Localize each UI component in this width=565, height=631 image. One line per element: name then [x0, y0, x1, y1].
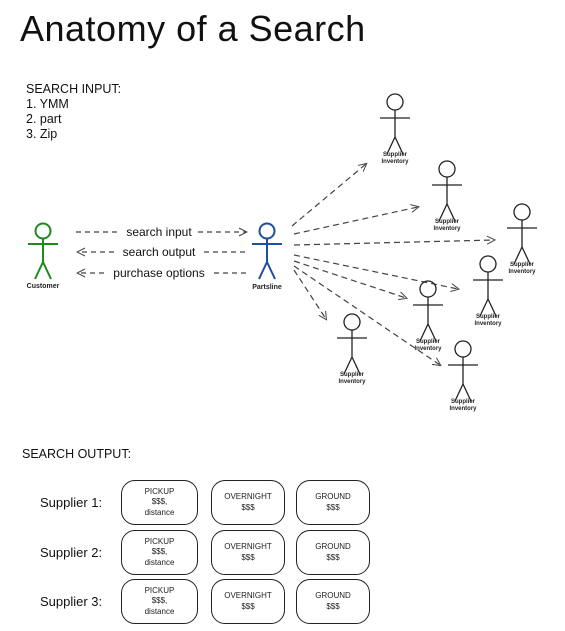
overnight-option-box: OVERNIGHT$$$	[211, 530, 285, 575]
search-output-heading: SEARCH OUTPUT:	[22, 447, 132, 461]
supplier-label: Supplier	[510, 262, 535, 268]
option-text: GROUND	[315, 492, 351, 501]
supplier-inventory-actor	[507, 203, 537, 265]
supplier-inventory-actor	[413, 280, 443, 342]
search-input-list: SEARCH INPUT: 1. YMM 2. part 3. Zip	[26, 82, 121, 142]
inventory-label: Inventory	[381, 159, 409, 165]
ground-option-box: GROUND$$$	[296, 579, 370, 624]
ground-option-box: GROUND$$$	[296, 530, 370, 575]
supplier-arrow	[293, 240, 494, 246]
option-text: $$$	[326, 601, 340, 611]
overnight-option-box: OVERNIGHT$$$	[211, 579, 285, 624]
option-text: $$$,	[151, 547, 168, 557]
inventory-label: Inventory	[414, 346, 442, 352]
supplier-arrow	[293, 207, 418, 235]
supplier-label: Supplier	[451, 399, 476, 405]
inventory-label: Inventory	[474, 321, 502, 327]
supplier-label: Supplier	[340, 372, 365, 378]
overnight-option-box: OVERNIGHT$$$	[211, 480, 285, 525]
supplier-label: Supplier	[416, 339, 441, 345]
supplier-label: Supplier	[476, 314, 501, 320]
option-text: OVERNIGHT	[224, 591, 272, 600]
supplier-row-label: Supplier 3:	[40, 594, 103, 609]
inventory-label: Inventory	[433, 226, 461, 232]
supplier-inventory-actor	[473, 255, 503, 317]
supplier-label: Supplier	[383, 152, 408, 158]
pickup-option-box: PICKUP$$$,distance	[121, 530, 198, 575]
option-text: $$$	[326, 552, 340, 562]
option-text: $$$,	[151, 497, 168, 507]
search-output-flow-label: search output	[123, 245, 196, 259]
option-text: PICKUP	[144, 486, 175, 496]
page-title: Anatomy of a Search	[20, 8, 366, 49]
supplier-arrow	[293, 254, 458, 289]
supplier-arrow	[293, 269, 326, 319]
supplier-arrow	[291, 164, 366, 227]
customer-label: Customer	[27, 283, 60, 290]
option-text: $$$	[326, 502, 340, 512]
pickup-option-box: PICKUP$$$,distance	[121, 480, 198, 525]
supplier-inventory-actor	[337, 313, 367, 375]
option-text: GROUND	[315, 542, 351, 551]
option-text: $$$,	[151, 596, 168, 606]
search-input-flow-label: search input	[126, 225, 192, 239]
option-text: PICKUP	[144, 536, 175, 546]
inventory-label: Inventory	[508, 269, 536, 275]
supplier-actors: SupplierInventorySupplierInventorySuppli…	[337, 93, 537, 412]
supplier-row-label: Supplier 1:	[40, 495, 103, 510]
partsline-actor	[252, 222, 282, 280]
option-text: PICKUP	[144, 585, 175, 595]
supplier-inventory-actor	[380, 93, 410, 155]
search-input-item: 1. YMM	[26, 97, 69, 111]
search-input-item: 3. Zip	[26, 127, 58, 141]
supplier-row-label: Supplier 2:	[40, 545, 103, 560]
customer-actor	[28, 222, 58, 280]
option-text: distance	[144, 557, 175, 567]
option-text: $$$	[241, 601, 255, 611]
option-text: $$$	[241, 552, 255, 562]
search-input-heading: SEARCH INPUT:	[26, 82, 122, 96]
option-text: GROUND	[315, 591, 351, 600]
option-text: distance	[144, 606, 175, 616]
pickup-option-box: PICKUP$$$,distance	[121, 579, 198, 624]
search-diagram: Customer Partsline search input search o…	[27, 93, 537, 412]
ground-option-box: GROUND$$$	[296, 480, 370, 525]
supplier-inventory-actor	[432, 160, 462, 222]
search-input-item: 2. part	[26, 112, 62, 126]
option-text: OVERNIGHT	[224, 492, 272, 501]
partsline-label: Partsline	[252, 284, 282, 291]
option-text: distance	[144, 507, 175, 517]
inventory-label: Inventory	[449, 406, 477, 412]
supplier-inventory-actor	[448, 340, 478, 402]
option-text: OVERNIGHT	[224, 542, 272, 551]
supplier-arrow	[293, 260, 406, 298]
option-text: $$$	[241, 502, 255, 512]
supplier-label: Supplier	[435, 219, 460, 225]
inventory-label: Inventory	[338, 379, 366, 385]
purchase-options-flow-label: purchase options	[113, 266, 204, 280]
